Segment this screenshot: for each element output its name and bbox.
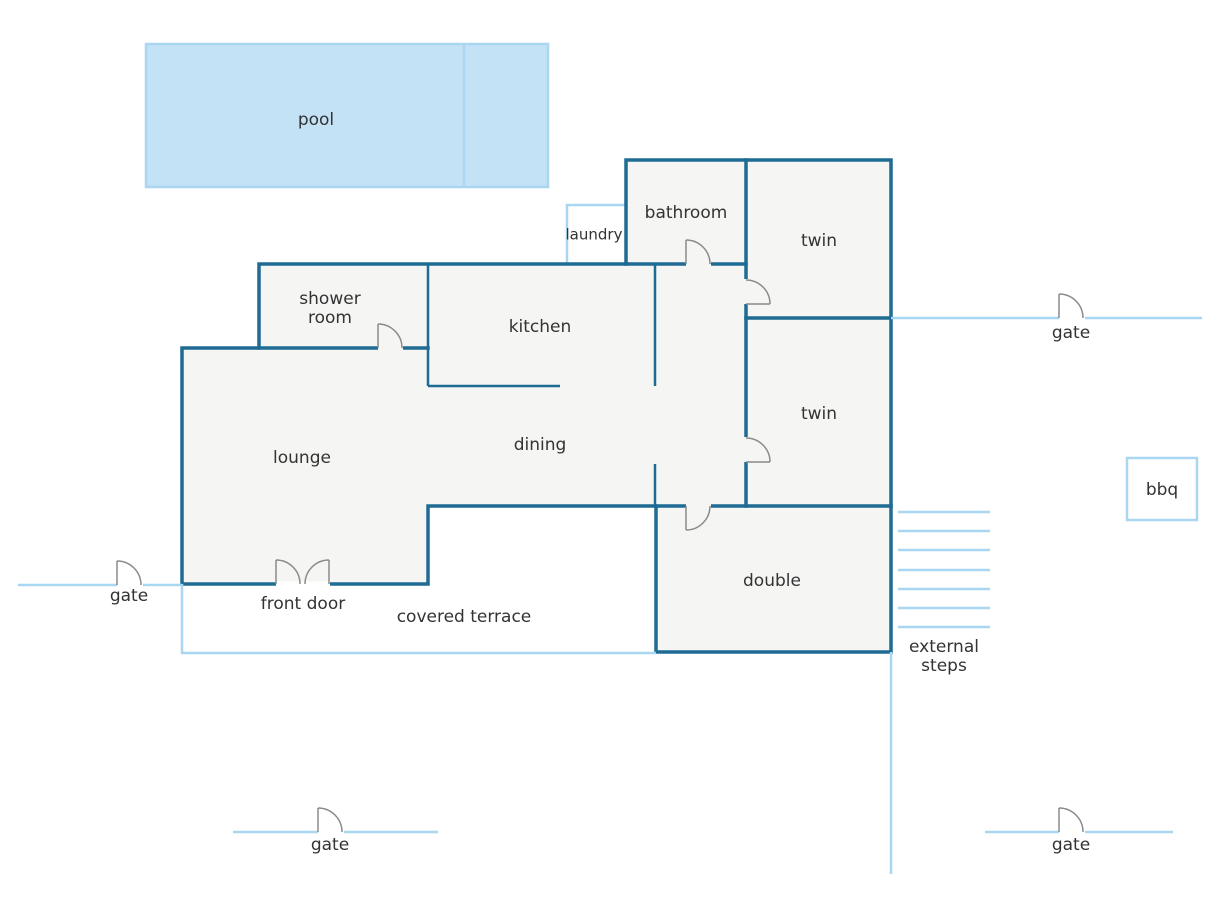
label-dining: dining <box>514 435 567 455</box>
front-door <box>275 559 330 587</box>
doors <box>116 239 1085 835</box>
label-lounge: lounge <box>273 448 331 468</box>
label-bathroom: bathroom <box>645 203 728 223</box>
label-twin-upper: twin <box>801 231 837 251</box>
door-twin-lower <box>743 437 771 463</box>
label-shower-line2: room <box>308 308 352 328</box>
label-double: double <box>743 571 801 591</box>
fences <box>18 316 1202 874</box>
label-gate-bottom-right: gate <box>1052 835 1090 855</box>
label-pool: pool <box>298 110 334 130</box>
label-external-line2: steps <box>921 656 967 676</box>
label-gate-right: gate <box>1052 323 1090 343</box>
label-twin-lower: twin <box>801 404 837 424</box>
door-twin-upper <box>743 279 771 305</box>
gate-right <box>1058 293 1085 321</box>
laundry-outline <box>565 203 626 264</box>
bbq-box <box>1125 456 1199 522</box>
label-gate-left: gate <box>110 586 148 606</box>
label-bbq: bbq <box>1146 480 1178 500</box>
label-laundry: laundry <box>566 226 623 244</box>
external-steps <box>898 510 990 629</box>
gate-bottom-left <box>317 807 344 835</box>
label-gate-bottom-left: gate <box>311 835 349 855</box>
pool <box>144 42 550 189</box>
labels: pool bathroom laundry twin shower room k… <box>110 110 1178 855</box>
door-double <box>685 503 711 531</box>
label-shower-line1: shower <box>299 289 360 309</box>
gate-bottom-right <box>1058 807 1085 835</box>
door-bathroom <box>685 239 711 267</box>
label-covered-terrace: covered terrace <box>397 607 532 627</box>
label-external-line1: external <box>909 637 979 657</box>
door-shower-room <box>377 323 403 351</box>
label-kitchen: kitchen <box>509 317 572 337</box>
label-front-door: front door <box>261 594 345 614</box>
gate-left <box>116 560 143 588</box>
